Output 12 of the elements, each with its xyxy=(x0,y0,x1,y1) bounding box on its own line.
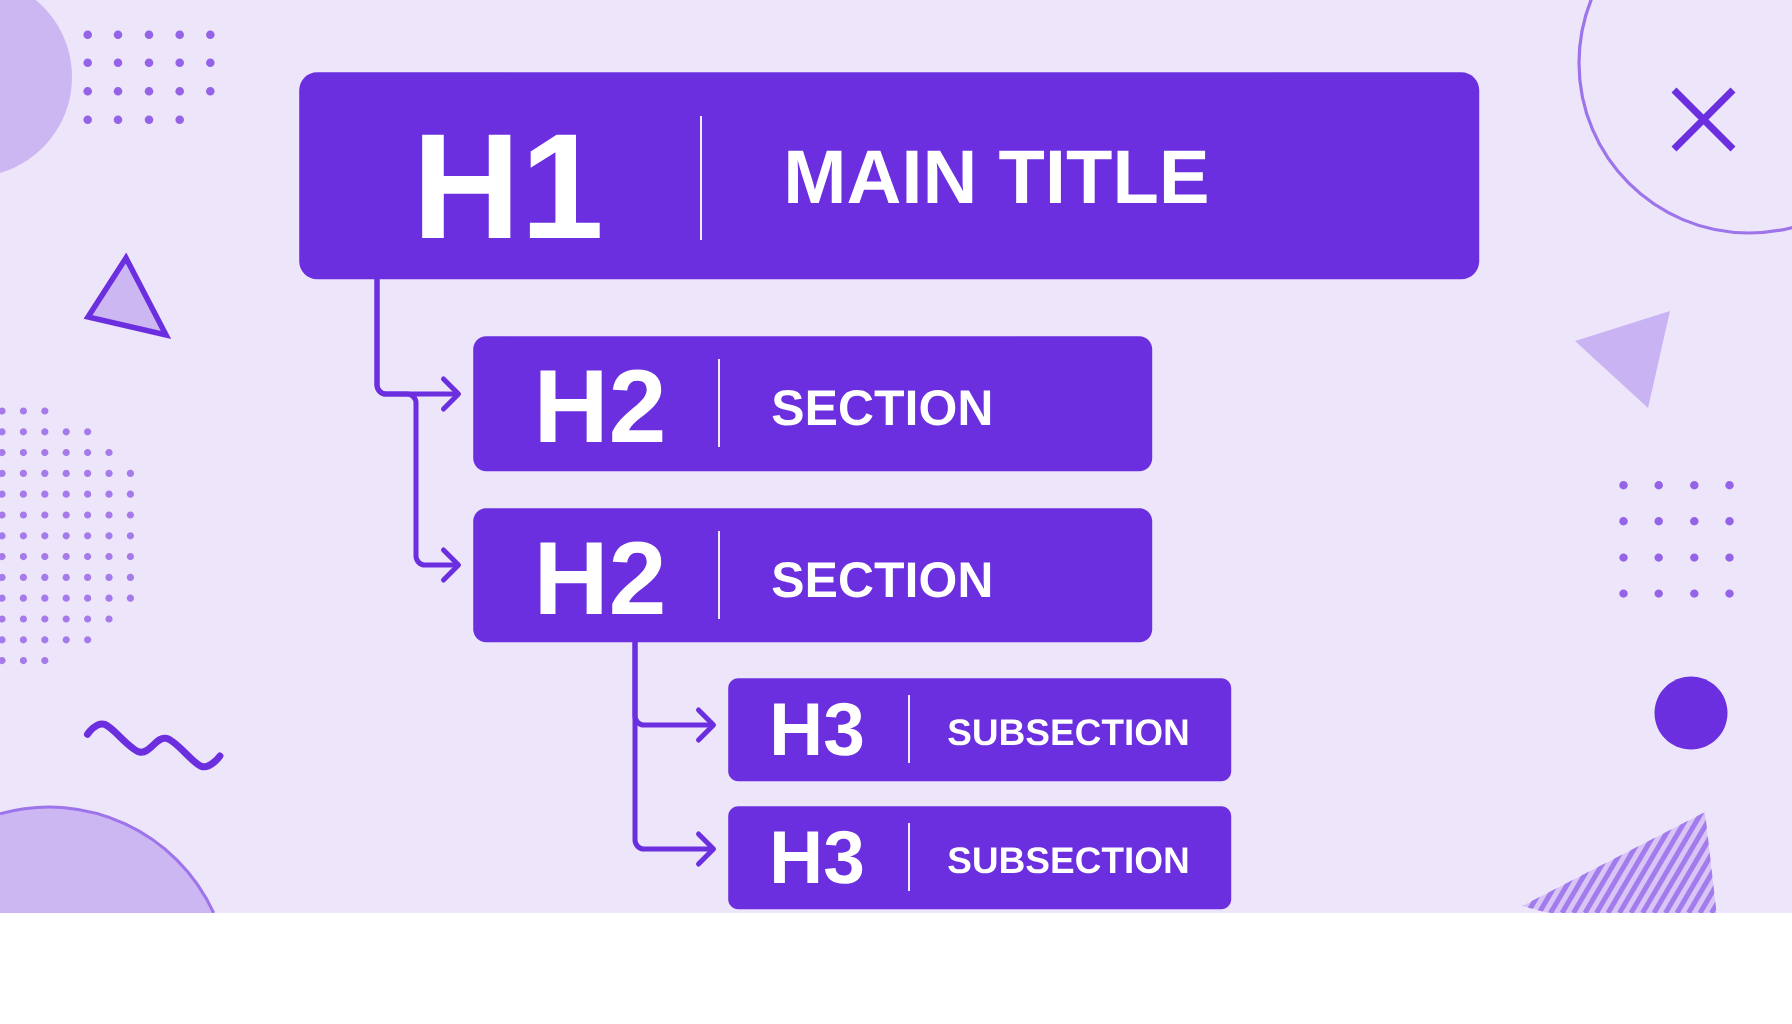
arrow xyxy=(632,639,716,867)
heading-text: SECTION xyxy=(772,390,991,426)
heading-text: MAIN TITLE xyxy=(788,150,1207,203)
heading-text: SECTION xyxy=(772,562,991,598)
level-label: H2 xyxy=(540,369,663,442)
level-label: H3 xyxy=(774,830,863,884)
level-label: H2 xyxy=(540,541,663,614)
level-label: H3 xyxy=(774,702,863,756)
level-label: H1 xyxy=(422,134,600,238)
heading-text: SUBSECTION xyxy=(948,847,1188,874)
arrow xyxy=(374,276,461,583)
heading-text: SUBSECTION xyxy=(948,719,1188,746)
